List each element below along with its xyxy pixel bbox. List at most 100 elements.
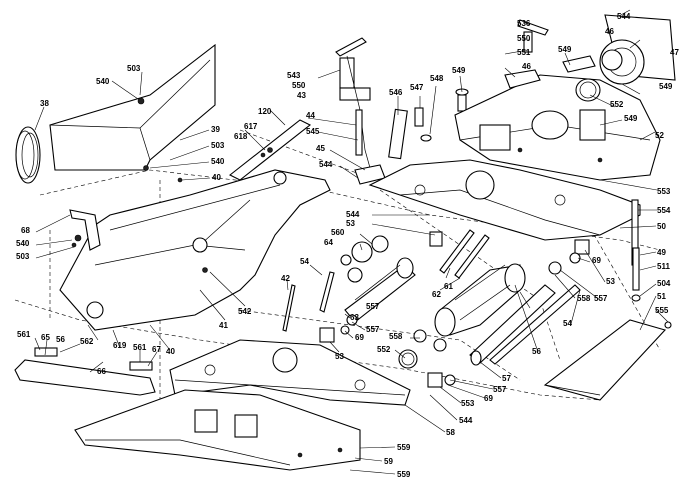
rod-546 bbox=[388, 108, 408, 160]
part-label-53: 53 bbox=[335, 352, 344, 361]
part-label-50: 50 bbox=[657, 222, 666, 231]
part-label-549: 549 bbox=[624, 114, 638, 123]
part-label-53: 53 bbox=[606, 277, 615, 286]
part-label-41: 41 bbox=[219, 321, 228, 330]
part-label-46: 46 bbox=[605, 27, 614, 36]
part-label-542: 542 bbox=[238, 307, 252, 316]
blocks-46 bbox=[504, 55, 596, 89]
part-label-550: 550 bbox=[517, 34, 531, 43]
part-label-547: 547 bbox=[410, 83, 424, 92]
part-label-53: 53 bbox=[346, 219, 355, 228]
leader-lines bbox=[34, 9, 669, 475]
part-label-544: 544 bbox=[617, 12, 631, 21]
part-label-555: 555 bbox=[655, 306, 669, 315]
part-label-562: 562 bbox=[80, 337, 94, 346]
part-label-56: 56 bbox=[532, 347, 541, 356]
chip-hood-39 bbox=[49, 43, 216, 183]
part-label-504: 504 bbox=[657, 279, 671, 288]
lever-assembly-543 bbox=[335, 37, 386, 185]
part-label-56: 56 bbox=[56, 335, 65, 344]
part-label-544: 544 bbox=[459, 416, 473, 425]
bolts-547-548 bbox=[414, 88, 469, 142]
part-label-540: 540 bbox=[16, 239, 30, 248]
part-label-46: 46 bbox=[522, 62, 531, 71]
part-label-68: 68 bbox=[21, 226, 30, 235]
part-label-44: 44 bbox=[306, 111, 315, 120]
part-label-545: 545 bbox=[306, 127, 320, 136]
part-label-43: 43 bbox=[297, 91, 306, 100]
part-label-511: 511 bbox=[657, 262, 670, 271]
part-label-557: 557 bbox=[366, 302, 380, 311]
part-label-40: 40 bbox=[166, 347, 175, 356]
part-label-561: 561 bbox=[133, 343, 147, 352]
rods-42-54 bbox=[282, 271, 335, 332]
part-label-47: 47 bbox=[670, 48, 679, 57]
ring-552 bbox=[575, 78, 601, 102]
part-label-617: 617 bbox=[244, 122, 258, 131]
guard-strip-120 bbox=[228, 119, 312, 181]
part-label-559: 559 bbox=[397, 443, 411, 452]
part-labels: 38 540 503 39 503 540 40 68 540 503 120 … bbox=[16, 12, 679, 479]
part-label-543: 543 bbox=[287, 71, 301, 80]
part-label-540: 540 bbox=[211, 157, 225, 166]
part-label-51: 51 bbox=[657, 292, 666, 301]
part-label-67: 67 bbox=[152, 345, 161, 354]
part-label-544: 544 bbox=[319, 160, 333, 169]
part-label-540: 540 bbox=[96, 77, 110, 86]
part-label-54: 54 bbox=[300, 257, 309, 266]
part-label-553: 553 bbox=[461, 399, 475, 408]
part-label-536: 536 bbox=[517, 19, 531, 28]
part-label-40: 40 bbox=[212, 173, 221, 182]
part-label-69: 69 bbox=[355, 333, 364, 342]
feed-roller-57 bbox=[469, 284, 556, 366]
bracket-68 bbox=[69, 209, 101, 251]
part-label-42: 42 bbox=[281, 274, 290, 283]
gears-64 bbox=[340, 235, 389, 283]
part-label-54: 54 bbox=[563, 319, 572, 328]
part-label-557: 557 bbox=[594, 294, 608, 303]
part-label-559: 559 bbox=[397, 470, 411, 479]
part-label-52: 52 bbox=[655, 131, 664, 140]
part-label-560: 560 bbox=[331, 228, 345, 237]
part-label-549: 549 bbox=[659, 82, 673, 91]
part-label-120: 120 bbox=[258, 107, 272, 116]
plates-61-62 bbox=[439, 229, 490, 279]
part-label-62: 62 bbox=[432, 290, 441, 299]
part-label-550: 550 bbox=[292, 81, 306, 90]
main-housing-52 bbox=[454, 74, 661, 181]
part-label-558: 558 bbox=[577, 294, 591, 303]
part-label-548: 548 bbox=[430, 74, 444, 83]
table-plate-51 bbox=[543, 319, 672, 401]
deflector-plate-41 bbox=[59, 169, 331, 331]
part-label-38: 38 bbox=[40, 99, 49, 108]
part-label-553: 553 bbox=[657, 187, 671, 196]
part-label-503: 503 bbox=[127, 64, 141, 73]
part-label-618: 618 bbox=[234, 132, 248, 141]
part-label-558: 558 bbox=[389, 332, 403, 341]
handle-536 bbox=[517, 19, 549, 53]
part-label-549: 549 bbox=[558, 45, 572, 54]
part-label-63: 63 bbox=[350, 313, 359, 322]
part-label-619: 619 bbox=[113, 341, 127, 350]
support-rail-66 bbox=[14, 347, 156, 396]
ring-part-38 bbox=[15, 126, 41, 184]
blocks-53 bbox=[319, 231, 590, 388]
part-label-39: 39 bbox=[211, 125, 220, 134]
part-label-557: 557 bbox=[493, 385, 507, 394]
washers-557-69 bbox=[340, 252, 581, 386]
part-label-64: 64 bbox=[324, 238, 333, 247]
part-label-544: 544 bbox=[346, 210, 360, 219]
part-label-554: 554 bbox=[657, 206, 671, 215]
part-label-549: 549 bbox=[452, 66, 466, 75]
part-label-58: 58 bbox=[446, 428, 455, 437]
part-label-552: 552 bbox=[610, 100, 624, 109]
part-label-59: 59 bbox=[384, 457, 393, 466]
part-label-503: 503 bbox=[211, 141, 225, 150]
part-label-49: 49 bbox=[657, 248, 666, 257]
spring-rods-554-49 bbox=[631, 199, 641, 302]
part-label-552: 552 bbox=[377, 345, 391, 354]
motor-cover-47 bbox=[599, 14, 676, 85]
part-label-66: 66 bbox=[97, 367, 106, 376]
